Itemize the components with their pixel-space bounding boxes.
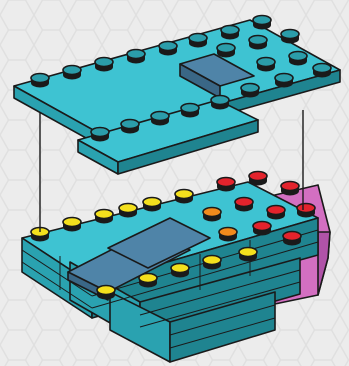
- stud-teal-17: [121, 120, 139, 134]
- stud-teal-6: [221, 26, 239, 40]
- stud-teal-8: [217, 44, 235, 58]
- stud-base-1: [63, 218, 81, 232]
- stud-base-3: [119, 204, 137, 218]
- stud-base-15: [283, 232, 301, 246]
- stud-base-20: [97, 286, 115, 300]
- stud-base-12: [297, 204, 315, 218]
- stud-teal-14: [275, 74, 293, 88]
- stud-base-10: [203, 208, 221, 222]
- stud-base-19: [139, 274, 157, 288]
- stud-base-18: [171, 264, 189, 278]
- stud-base-14: [253, 222, 271, 236]
- stud-teal-18: [151, 112, 169, 126]
- stud-teal-16: [91, 128, 109, 142]
- stud-base-8: [281, 182, 299, 196]
- stud-base-9: [235, 198, 253, 212]
- stud-teal-11: [257, 58, 275, 72]
- stud-base-13: [219, 228, 237, 242]
- stud-base-11: [267, 206, 285, 220]
- stud-teal-19: [181, 104, 199, 118]
- stud-teal-3: [127, 50, 145, 64]
- stud-teal-2: [95, 58, 113, 72]
- stud-base-6: [217, 178, 235, 192]
- stud-teal-4: [159, 42, 177, 56]
- stud-teal-20: [211, 96, 229, 110]
- stud-teal-0: [31, 74, 49, 88]
- stud-teal-13: [313, 64, 331, 78]
- stud-teal-12: [289, 52, 307, 66]
- stud-base-2: [95, 210, 113, 224]
- stud-teal-5: [189, 34, 207, 48]
- stud-base-4: [143, 198, 161, 212]
- stud-teal-9: [249, 36, 267, 50]
- stud-teal-7: [253, 16, 271, 30]
- stud-base-17: [203, 256, 221, 270]
- stud-base-5: [175, 190, 193, 204]
- stud-teal-15: [241, 84, 259, 98]
- stud-base-7: [249, 172, 267, 186]
- stud-teal-1: [63, 66, 81, 80]
- stud-teal-10: [281, 30, 299, 44]
- stud-base-16: [239, 248, 257, 262]
